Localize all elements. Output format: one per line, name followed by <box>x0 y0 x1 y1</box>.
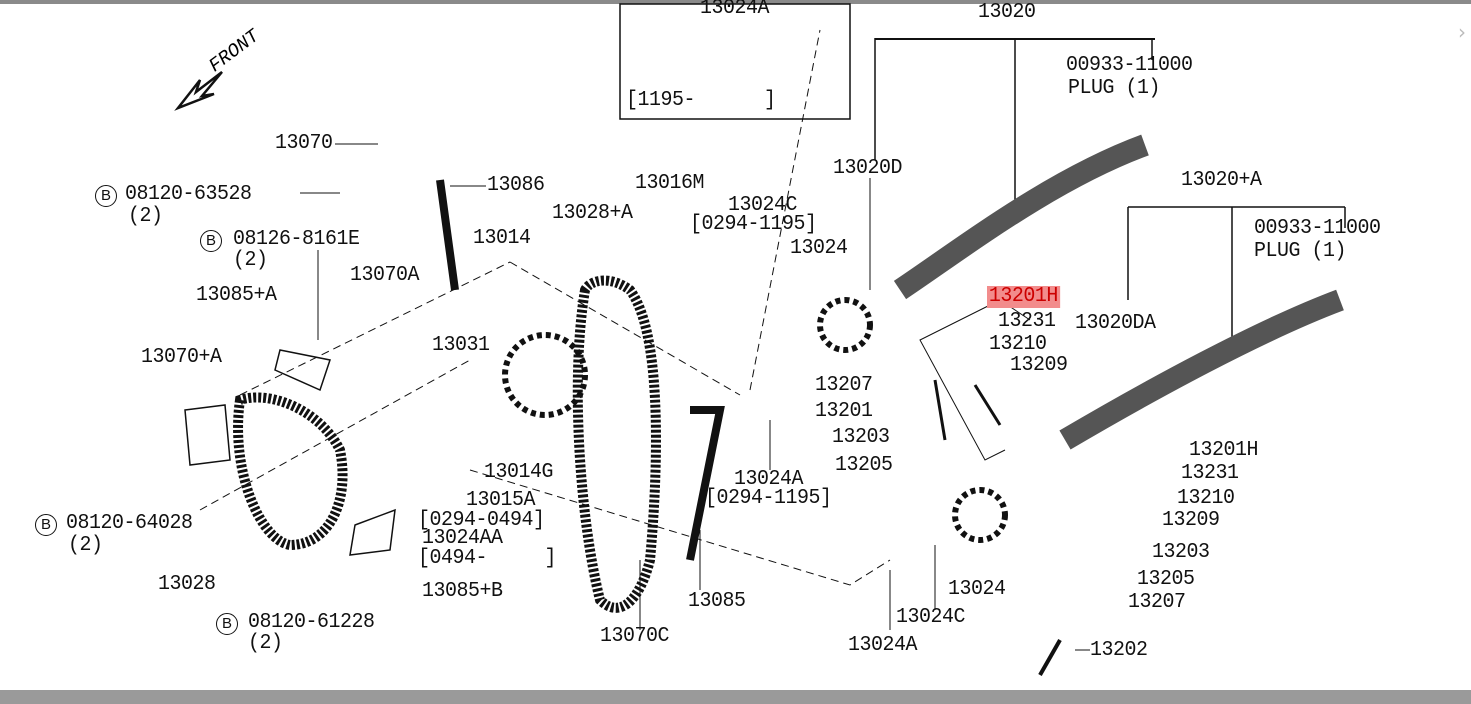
date-range-label: [1195- ] <box>626 89 776 112</box>
bottom-scroll-bar[interactable] <box>0 690 1471 704</box>
chain-main <box>572 275 661 613</box>
part-label[interactable]: 13085+A <box>196 284 277 307</box>
part-label[interactable]: 13201 <box>815 400 873 423</box>
quantity-label: (2) <box>68 534 103 557</box>
part-label[interactable]: 13210 <box>1177 487 1235 510</box>
part-label[interactable]: 13020 <box>978 1 1036 24</box>
part-label[interactable]: 13024A <box>700 0 769 20</box>
part-label[interactable]: 13086 <box>487 174 545 197</box>
part-label[interactable]: 13231 <box>998 310 1056 333</box>
part-label[interactable]: 08120-61228 <box>248 611 375 634</box>
guide-13085b <box>349 508 396 556</box>
part-label[interactable]: 13028 <box>158 573 216 596</box>
part-label[interactable]: 13015A <box>466 489 535 512</box>
sprocket-13014 <box>502 332 588 418</box>
part-label[interactable]: 13024 <box>948 578 1006 601</box>
valve-13202 <box>1038 639 1062 676</box>
inset-box <box>619 3 851 120</box>
quantity-label: (2) <box>128 205 163 228</box>
part-label[interactable]: 13070 <box>275 132 333 155</box>
part-label[interactable]: 13016M <box>635 172 704 195</box>
part-label[interactable]: 13020DA <box>1075 312 1156 335</box>
date-range-label: [0294-1195] <box>690 213 817 236</box>
part-label[interactable]: 08120-63528 <box>125 183 252 206</box>
date-range-label: [0294-1195] <box>705 487 832 510</box>
part-label[interactable]: 13020+A <box>1181 169 1262 192</box>
bolt-marker-icon: B <box>95 185 117 207</box>
part-label[interactable]: 13070C <box>600 625 669 648</box>
date-range-label: [0294-0494] <box>418 509 545 532</box>
part-label[interactable]: 13205 <box>835 454 893 477</box>
quantity-label: (2) <box>233 249 268 272</box>
part-label[interactable]: 13085 <box>688 590 746 613</box>
leader-lines <box>300 143 1090 651</box>
chain-guides <box>436 179 725 561</box>
part-label[interactable]: 13231 <box>1181 462 1239 485</box>
front-arrow-icon <box>174 71 223 111</box>
bolt-marker-icon: B <box>200 230 222 252</box>
bolt-marker-icon: B <box>35 514 57 536</box>
chain-small <box>233 392 348 551</box>
part-label[interactable]: 13024AA <box>422 527 503 550</box>
leader-13020 <box>874 38 1153 200</box>
part-label[interactable]: 13203 <box>832 426 890 449</box>
part-label[interactable]: 13203 <box>1152 541 1210 564</box>
part-label[interactable]: 13014G <box>484 461 553 484</box>
part-label[interactable]: 13207 <box>815 374 873 397</box>
part-label[interactable]: 13070A <box>350 264 419 287</box>
sprocket-13024-upper <box>817 297 873 353</box>
part-label[interactable]: 13024C <box>728 194 797 217</box>
part-label[interactable]: 13024 <box>790 237 848 260</box>
tensioner-13070a <box>184 404 231 466</box>
part-label[interactable]: 00933-11000 <box>1066 54 1193 77</box>
part-label[interactable]: 13020D <box>833 157 902 180</box>
camshaft-lower <box>1059 289 1344 450</box>
window-top-bar <box>0 0 1471 4</box>
bolt-marker-icon: B <box>216 613 238 635</box>
part-label[interactable]: 13207 <box>1128 591 1186 614</box>
part-label[interactable]: 08120-64028 <box>66 512 193 535</box>
part-label[interactable]: 13209 <box>1010 354 1068 377</box>
camshaft-upper <box>893 134 1149 300</box>
part-label[interactable]: 13031 <box>432 334 490 357</box>
part-label[interactable]: 13014 <box>473 227 531 250</box>
tensioner-13085a <box>274 349 331 392</box>
date-range-label: [0494- ] <box>418 547 556 570</box>
part-label[interactable]: 13085+B <box>422 580 503 603</box>
part-note: PLUG (1) <box>1068 77 1160 100</box>
part-label[interactable]: 13024C <box>896 606 965 629</box>
part-label[interactable]: 13070+A <box>141 346 222 369</box>
part-label-highlighted[interactable]: 13201H <box>987 285 1060 308</box>
quantity-label: (2) <box>248 632 283 655</box>
chevron-right-icon[interactable]: › <box>1458 20 1466 44</box>
part-note: PLUG (1) <box>1254 240 1346 263</box>
dashed-reference-lines <box>199 29 891 586</box>
part-label[interactable]: 00933-11000 <box>1254 217 1381 240</box>
part-label[interactable]: 13205 <box>1137 568 1195 591</box>
part-label[interactable]: 13024A <box>848 634 917 657</box>
leader-13020a <box>1127 206 1346 340</box>
part-label[interactable]: 13202 <box>1090 639 1148 662</box>
part-label[interactable]: 13024A <box>734 468 803 491</box>
valve-parts <box>933 379 1002 441</box>
sprocket-13024-lower <box>952 487 1008 543</box>
part-label[interactable]: 13210 <box>989 333 1047 356</box>
part-label[interactable]: 13028+A <box>552 202 633 225</box>
part-label[interactable]: 08126-8161E <box>233 228 360 251</box>
part-label[interactable]: 13201H <box>1189 439 1258 462</box>
part-label[interactable]: 13209 <box>1162 509 1220 532</box>
